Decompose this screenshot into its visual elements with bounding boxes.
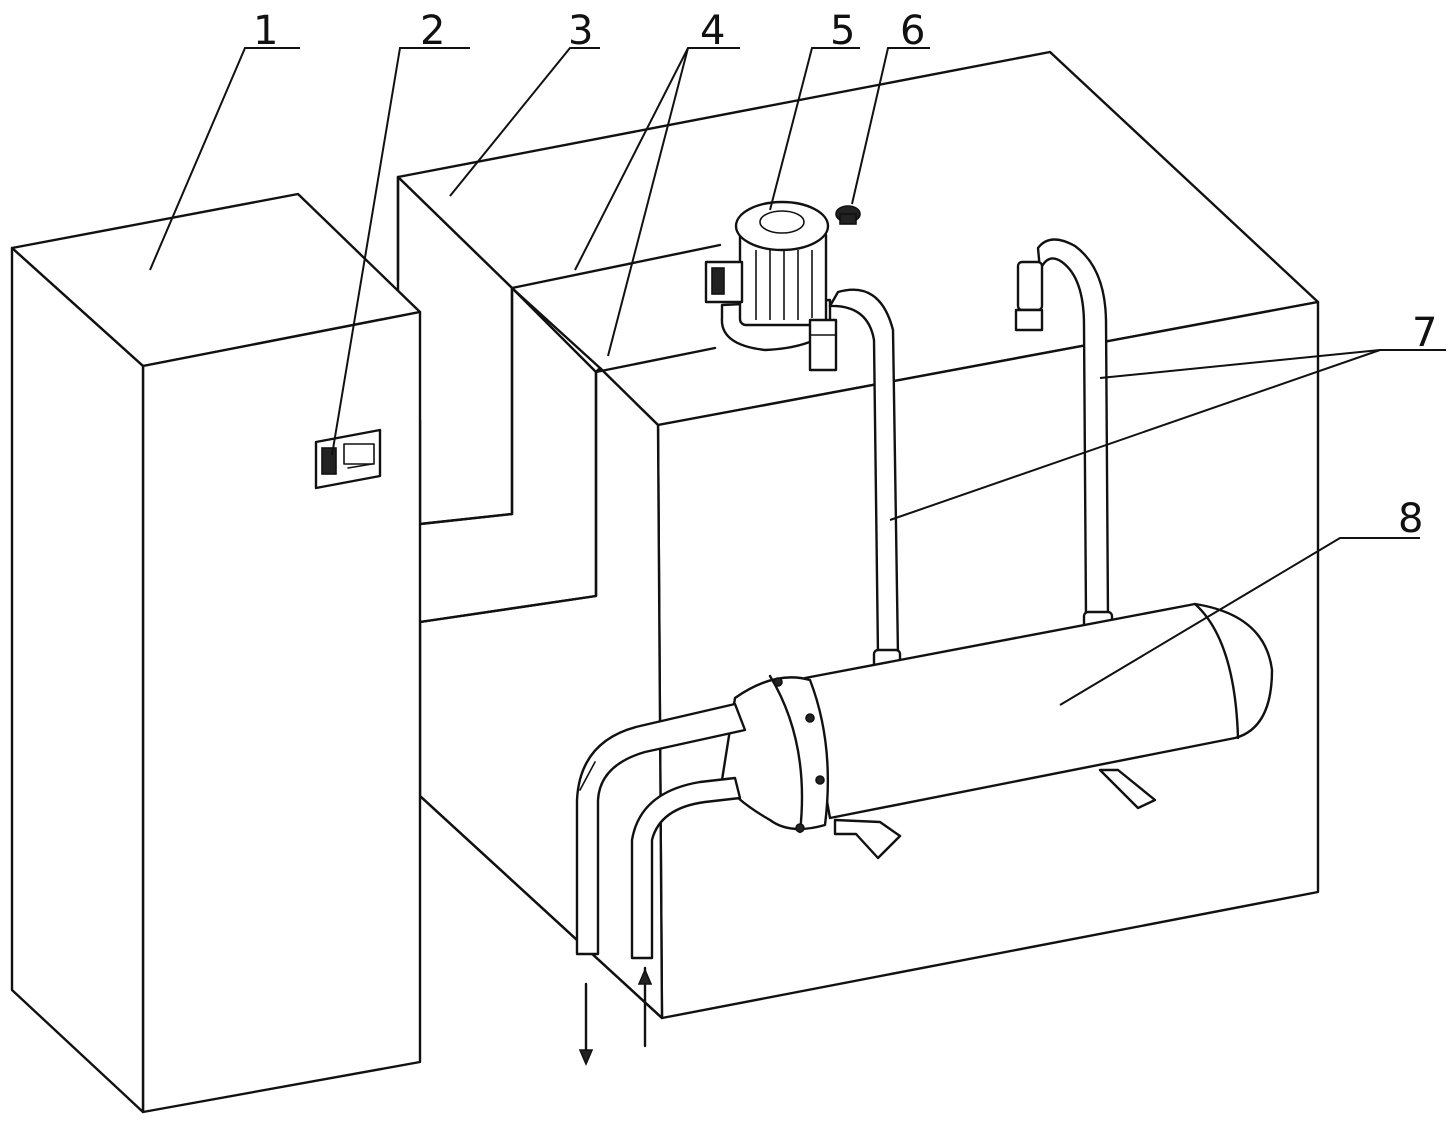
label-1: 1 — [253, 8, 278, 54]
inlet-pipe — [630, 776, 742, 960]
part-numbers: 1 2 3 4 5 6 7 8 — [253, 8, 1437, 542]
label-4: 4 — [700, 8, 725, 54]
cabinet-side-face — [10, 246, 145, 1114]
label-3: 3 — [568, 8, 593, 54]
control-cabinet — [10, 192, 422, 1114]
flow-arrows — [578, 966, 653, 1067]
label-5: 5 — [830, 8, 855, 54]
fitting-valve — [835, 205, 861, 225]
control-panel — [314, 428, 382, 490]
leader-lines — [149, 47, 1446, 706]
tank-step-edge-2 — [418, 370, 598, 624]
label-8: 8 — [1398, 496, 1423, 542]
motor-pump — [704, 200, 838, 372]
label-2: 2 — [420, 8, 445, 54]
heat-exchanger — [720, 602, 1274, 860]
label-7: 7 — [1412, 310, 1437, 356]
label-6: 6 — [900, 8, 925, 54]
outlet-pipe — [575, 702, 747, 956]
tank-step-edge — [418, 286, 514, 526]
tank-box — [396, 50, 1320, 1020]
